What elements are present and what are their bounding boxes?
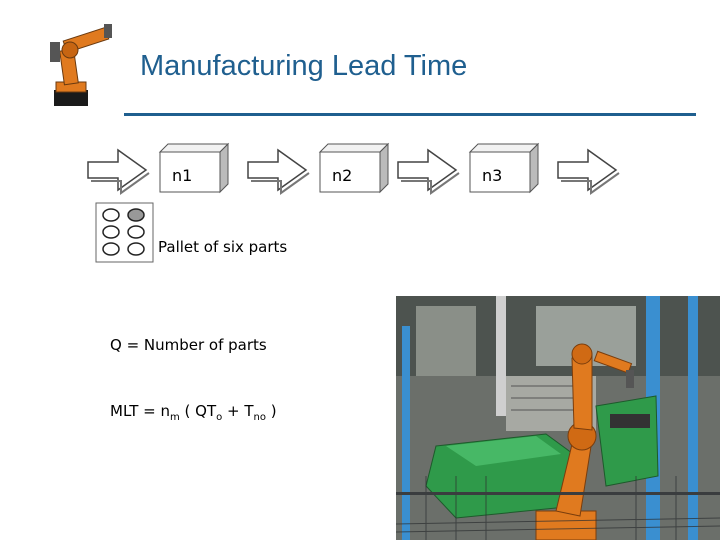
title-divider xyxy=(124,113,696,116)
station-label-n3: n3 xyxy=(482,166,503,185)
flow-arrow-icon xyxy=(247,149,310,194)
station-box-n2 xyxy=(318,142,390,194)
pallet-caption: Pallet of six parts xyxy=(158,238,288,256)
station-box-n3 xyxy=(468,142,540,194)
station-label-n1: n1 xyxy=(172,166,193,185)
mlt-formula: MLT = nm ( QTo + Tno ) xyxy=(110,402,277,423)
flow-arrow-icon xyxy=(87,149,150,194)
robot-arm-logo-icon xyxy=(50,24,112,106)
process-flow-diagram xyxy=(87,142,620,194)
page-title: Manufacturing Lead Time xyxy=(140,50,468,82)
station-label-n2: n2 xyxy=(332,166,353,185)
q-definition: Q = Number of parts xyxy=(110,336,267,354)
station-box-n1 xyxy=(158,142,230,194)
flow-arrow-icon xyxy=(557,149,620,194)
flow-arrow-icon xyxy=(397,149,460,194)
factory-photo-icon xyxy=(396,296,720,540)
pallet-icon xyxy=(95,202,154,263)
